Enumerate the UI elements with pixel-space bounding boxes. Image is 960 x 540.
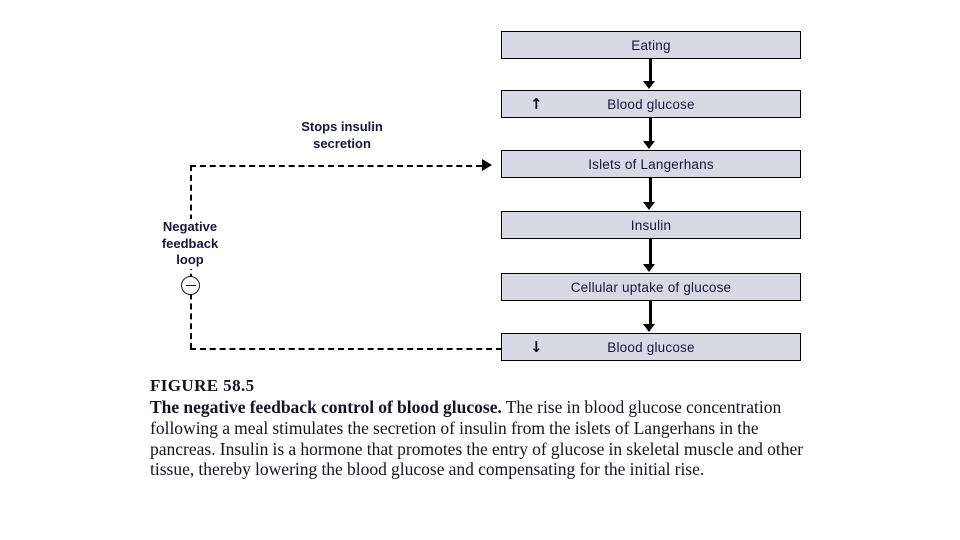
- connector-eating-to-blood-glucose: [649, 59, 652, 83]
- arrow-up-icon: ↑: [530, 94, 543, 113]
- connector-insulin-to-uptake: [649, 239, 652, 265]
- flow-box-cellular-uptake: Cellular uptake of glucose: [501, 273, 801, 301]
- connector-uptake-to-blood-glucose: [649, 301, 652, 325]
- connector-arrowhead-icon: [643, 141, 655, 149]
- negative-sign-circle-icon: [181, 276, 200, 295]
- flow-box-blood-glucose-decrease: ↓ Blood glucose: [501, 333, 801, 361]
- feedback-loop-arrowhead-icon: [482, 159, 492, 171]
- caption-lead: The negative feedback control of blood g…: [150, 397, 502, 418]
- minus-bar: [185, 284, 196, 286]
- flow-box-label: Cellular uptake of glucose: [570, 279, 732, 295]
- connector-arrowhead-icon: [643, 202, 655, 210]
- arrow-down-icon: ↓: [530, 337, 543, 356]
- label-negative-feedback-loop: Negative feedback loop: [140, 219, 240, 269]
- connector-arrowhead-icon: [643, 264, 655, 272]
- caption-figure-number: FIGURE 58.5: [150, 376, 255, 395]
- flow-box-label: Insulin: [630, 217, 672, 233]
- feedback-loop-top-segment: [190, 165, 482, 167]
- connector-arrowhead-icon: [643, 81, 655, 89]
- feedback-loop-bottom-segment: [190, 348, 502, 350]
- flow-box-label: Blood glucose: [607, 96, 695, 112]
- caption-body-text: The rise in blood glucose concentration …: [150, 397, 804, 480]
- connector-blood-glucose-to-islets: [649, 118, 652, 142]
- flow-box-label: Islets of Langerhans: [588, 156, 714, 172]
- flow-box-islets-of-langerhans: Islets of Langerhans: [501, 150, 801, 178]
- connector-arrowhead-icon: [643, 324, 655, 332]
- figure-caption: FIGURE 58.5 The negative feedback contro…: [150, 376, 810, 480]
- flow-box-eating: Eating: [501, 31, 801, 59]
- caption-text: The negative feedback control of blood g…: [150, 397, 810, 480]
- connector-islets-to-insulin: [649, 178, 652, 203]
- flow-box-blood-glucose-increase: ↑ Blood glucose: [501, 90, 801, 118]
- label-stops-insulin-secretion: Stops insulin secretion: [301, 119, 383, 151]
- flow-box-label: Eating: [631, 37, 671, 53]
- flow-box-label: Blood glucose: [607, 339, 695, 355]
- flow-box-insulin: Insulin: [501, 211, 801, 239]
